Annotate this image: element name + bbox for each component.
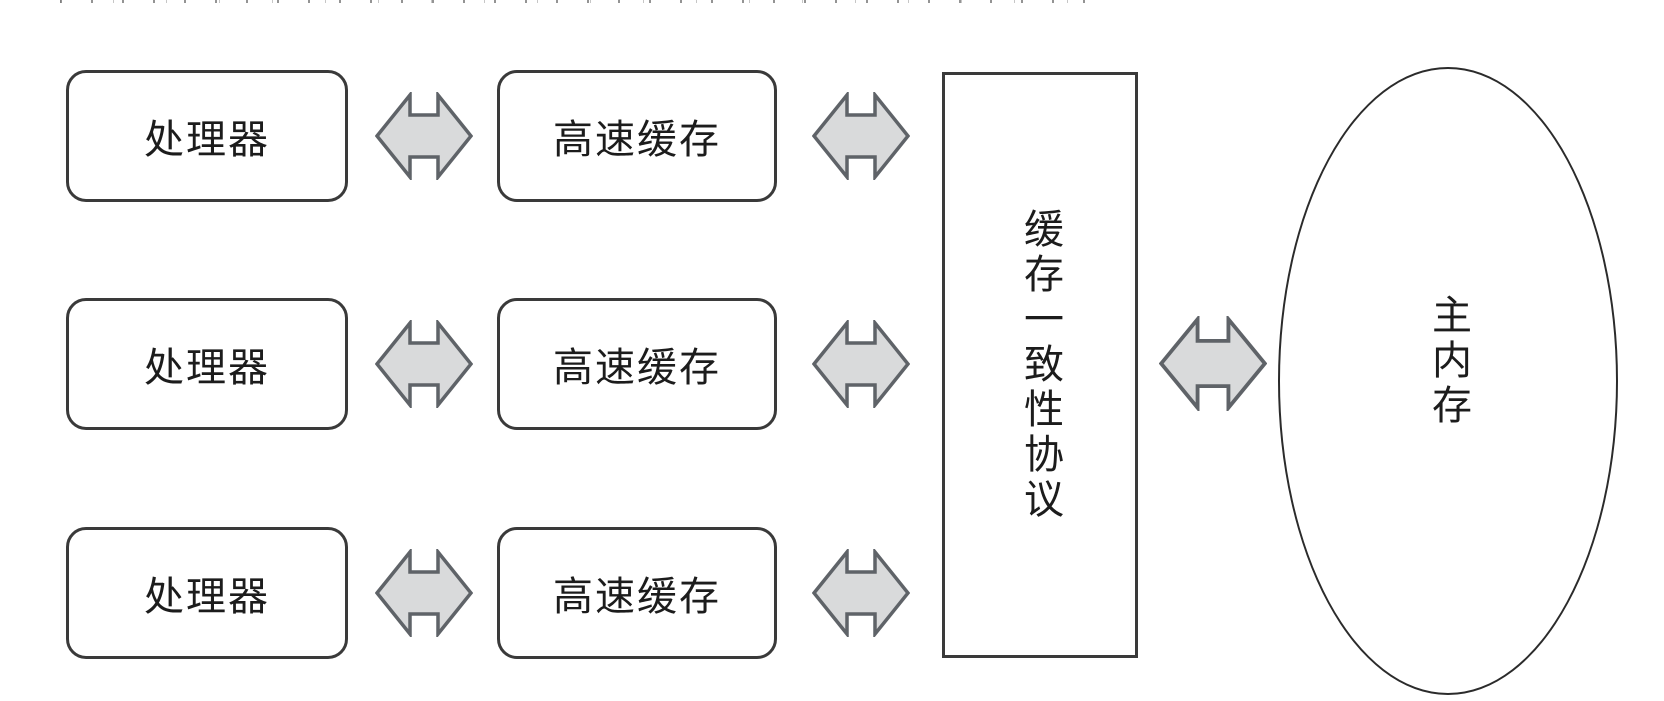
double-arrow-icon xyxy=(812,320,910,408)
main-memory-ellipse: 主内存 xyxy=(1278,67,1618,695)
coherence-protocol-label: 缓存一致性协议 xyxy=(1017,207,1063,523)
processor-label-2: 处理器 xyxy=(144,345,270,391)
cropped-text-remnant xyxy=(60,0,1090,3)
main-memory-label: 主内存 xyxy=(1425,293,1471,429)
double-arrow-icon xyxy=(1159,316,1267,411)
cache-box-1: 高速缓存 xyxy=(497,70,777,202)
processor-box-1: 处理器 xyxy=(66,70,348,202)
double-arrow-icon xyxy=(375,320,473,408)
processor-label-3: 处理器 xyxy=(144,574,270,620)
processor-label-1: 处理器 xyxy=(144,117,270,163)
double-arrow-icon xyxy=(812,92,910,180)
cache-label-2: 高速缓存 xyxy=(553,345,721,391)
cache-label-1: 高速缓存 xyxy=(553,117,721,163)
double-arrow-icon xyxy=(375,549,473,637)
processor-box-2: 处理器 xyxy=(66,298,348,430)
double-arrow-icon xyxy=(375,92,473,180)
coherence-protocol-box: 缓存一致性协议 xyxy=(942,72,1138,658)
processor-box-3: 处理器 xyxy=(66,527,348,659)
cache-label-3: 高速缓存 xyxy=(553,574,721,620)
cache-box-3: 高速缓存 xyxy=(497,527,777,659)
cache-box-2: 高速缓存 xyxy=(497,298,777,430)
double-arrow-icon xyxy=(812,549,910,637)
